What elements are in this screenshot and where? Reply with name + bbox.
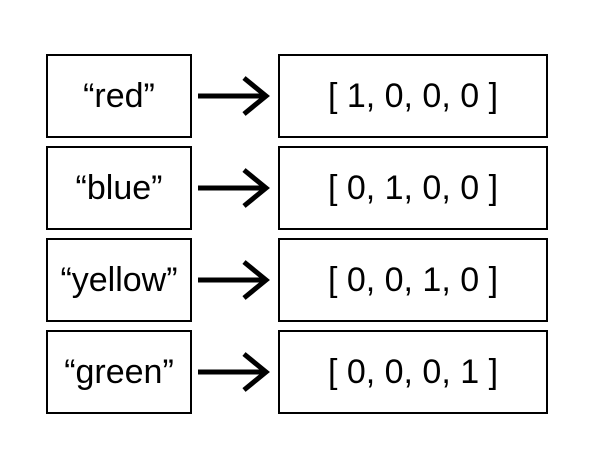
category-label: “yellow” bbox=[60, 261, 178, 299]
one-hot-vector-box: [ 0, 1, 0, 0 ] bbox=[278, 146, 548, 230]
right-arrow-icon bbox=[198, 168, 270, 208]
right-arrow-icon bbox=[198, 76, 270, 116]
category-label-box: “red” bbox=[46, 54, 192, 138]
one-hot-vector: [ 1, 0, 0, 0 ] bbox=[327, 77, 499, 115]
one-hot-vector: [ 0, 1, 0, 0 ] bbox=[327, 169, 499, 207]
right-arrow-icon bbox=[198, 260, 270, 300]
right-arrow-icon bbox=[198, 352, 270, 392]
mapping-row-green: “green” [ 0, 0, 0, 1 ] bbox=[46, 330, 548, 414]
one-hot-vector-box: [ 0, 0, 1, 0 ] bbox=[278, 238, 548, 322]
mapping-row-red: “red” [ 1, 0, 0, 0 ] bbox=[46, 54, 548, 138]
category-label: “green” bbox=[64, 353, 174, 391]
category-label-box: “green” bbox=[46, 330, 192, 414]
one-hot-vector: [ 0, 0, 0, 1 ] bbox=[327, 353, 499, 391]
category-label: “blue” bbox=[75, 169, 163, 207]
mapping-row-blue: “blue” [ 0, 1, 0, 0 ] bbox=[46, 146, 548, 230]
category-label: “red” bbox=[83, 77, 155, 115]
mapping-row-yellow: “yellow” [ 0, 0, 1, 0 ] bbox=[46, 238, 548, 322]
one-hot-vector-box: [ 1, 0, 0, 0 ] bbox=[278, 54, 548, 138]
one-hot-vector-box: [ 0, 0, 0, 1 ] bbox=[278, 330, 548, 414]
one-hot-vector: [ 0, 0, 1, 0 ] bbox=[327, 261, 499, 299]
category-label-box: “yellow” bbox=[46, 238, 192, 322]
category-label-box: “blue” bbox=[46, 146, 192, 230]
